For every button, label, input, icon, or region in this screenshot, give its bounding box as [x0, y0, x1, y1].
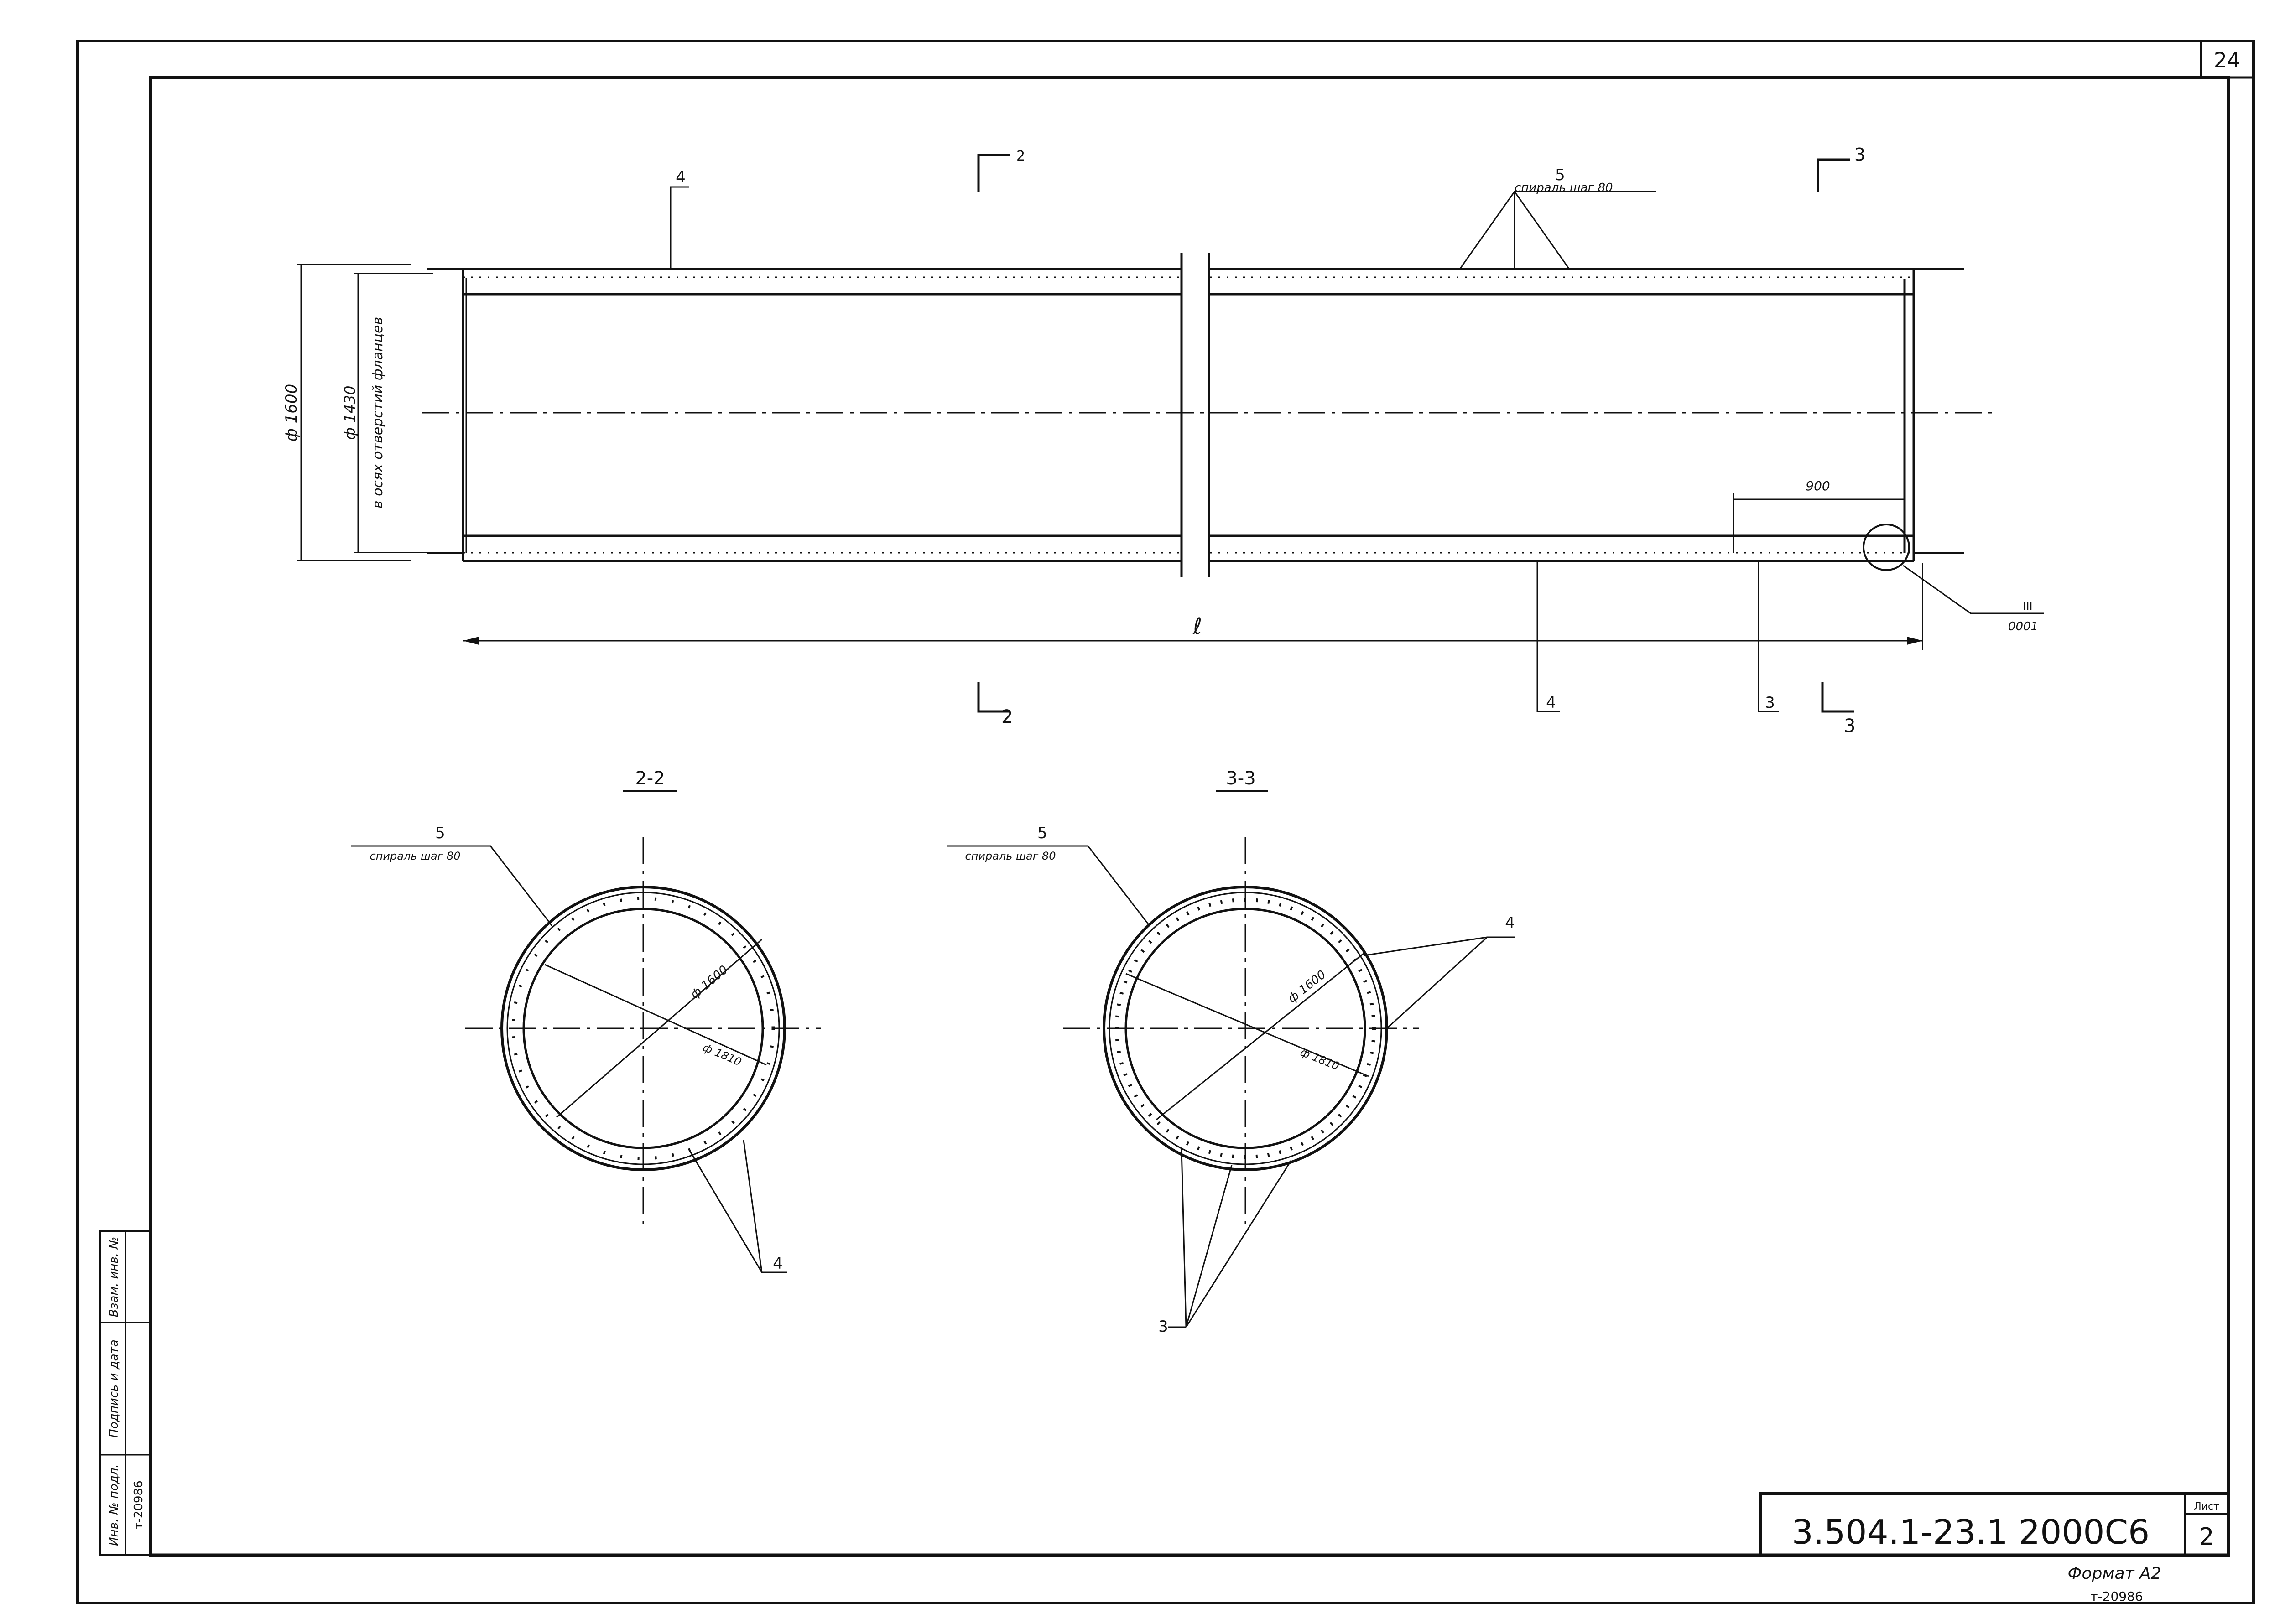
section-mark-top-right: 3: [1854, 145, 1865, 165]
dim-bolt-note: в осях отверстий фланцев: [370, 317, 386, 508]
section-2-2-callout-4: 4: [773, 1255, 783, 1273]
format-label: Формат А2: [2067, 1564, 2161, 1583]
callout-4-bottom: 4: [1546, 694, 1556, 712]
section-3-3-spiral-note: спираль шаг 80: [965, 850, 1056, 862]
section-3-3-callout-3: 3: [1158, 1318, 1168, 1336]
node-ref-bottom: 0001: [2008, 620, 2038, 633]
section-2-2-spiral-note: спираль шаг 80: [370, 850, 461, 862]
section-3-3-dim-outer: ф 1810: [1298, 1046, 1341, 1073]
section-mark-bottom-right: 3: [1844, 716, 1855, 737]
section-2-2: 2-2 ф 1600 ф 1810 5 спираль шаг 80 4: [351, 768, 821, 1273]
stamp-inv-number: т-20986: [132, 1480, 146, 1529]
callout-5: 5: [1555, 166, 1565, 184]
section-3-3: 3-3 ф 1600 ф 1810 5 спираль шаг 80 4 3: [947, 768, 1515, 1336]
inner-frame: [149, 76, 2230, 1557]
section-3-3-title: 3-3: [1226, 768, 1255, 789]
spiral-note: спираль шаг 80: [1515, 181, 1613, 195]
callout-4-top: 4: [676, 168, 686, 187]
section-3-3-callout-4: 4: [1505, 914, 1515, 932]
section-2-2-title: 2-2: [635, 768, 665, 789]
main-view: III 0001 ф 1600 ф 1430 в осях отверстий …: [282, 145, 2044, 737]
length-label: ℓ: [1192, 614, 1202, 639]
page-number: 24: [2214, 48, 2241, 73]
section-2-2-dim-inner: ф 1600: [688, 963, 730, 1001]
dim-outer-diameter: ф 1600: [282, 384, 301, 441]
dim-bolt-circle: ф 1430: [341, 386, 359, 440]
node-ref-top: III: [2023, 600, 2032, 612]
page-number-box: 24: [2200, 40, 2255, 79]
document-designation: 3.504.1-23.1 2000С6: [1792, 1513, 2150, 1552]
section-mark-top-left: 2: [1016, 148, 1025, 164]
callout-3: 3: [1765, 694, 1775, 712]
outer-frame: [76, 40, 2255, 1604]
section-2-2-callout-5: 5: [435, 824, 445, 842]
title-block: 3.504.1-23.1 2000С6 Лист 2 Формат А2 т-2…: [1759, 1492, 2230, 1604]
sheet-number: 2: [2199, 1523, 2214, 1551]
stamp-signature-date: Подпись и дата: [107, 1339, 121, 1437]
section-mark-bottom-left: 2: [1001, 706, 1013, 727]
inventory-bottom: т-20986: [2090, 1589, 2143, 1604]
dim-900: 900: [1806, 478, 1830, 493]
stamp-replaces-inv: Взам. инв. №: [107, 1237, 121, 1318]
stamp-inv-original: Инв. № подл.: [107, 1464, 121, 1546]
side-stamp: Инв. № подл. Подпись и дата Взам. инв. №…: [99, 1230, 151, 1556]
sheet-label: Лист: [2194, 1501, 2219, 1512]
section-3-3-callout-5: 5: [1037, 824, 1047, 842]
